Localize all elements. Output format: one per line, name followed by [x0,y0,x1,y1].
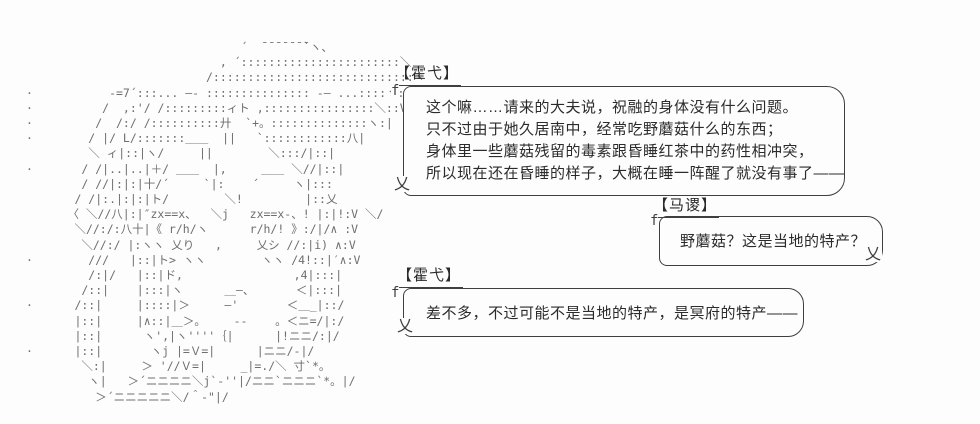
dialogue-line: 所以现在还在昏睡的样子，大概在睡一阵醒了就没有事了—— [426,165,845,182]
speaker-label-huoyi-1: 【霍弋】 [395,62,462,86]
speaker-label-masu: 【马谡】 [653,194,720,218]
dialogue-line: 只不过由于她久居南中，经常吃野蘑菇什么的东西； [426,121,783,138]
dialogue-line: 野蘑菇？这是当地的特产？ [680,233,867,250]
bubble-corner-glyph: f [391,285,400,301]
dialogue-line: 差不多，不过可能不是当地的特产，是冥府的特产—— [426,305,799,322]
bubble-corner-glyph: f [650,213,659,229]
speaker-label-huoyi-2: 【霍弋】 [397,264,464,288]
bubble-tail-icon: 乂 [864,244,883,263]
bubble-tail-icon: 乂 [393,174,412,193]
dialogue-line: 身体里一些蘑菇残留的毒素跟昏睡红茶中的药性相冲突， [426,143,814,160]
ascii-art-character: ´ ̄ ̄ ̄ ̄ ̄ ̄ ̄`ヽ、 , ´::::::::::::::::::… [26,40,426,404]
speech-bubble-huoyi-2: 差不多，不过可能不是当地的特产，是冥府的特产—— [403,288,804,337]
speech-bubble-huoyi-1: 这个嘛……请来的大夫说，祝融的身体没有什么问题。 只不过由于她久居南中，经常吃野… [403,86,845,196]
bubble-tail-icon: 乂 [396,316,415,335]
speech-bubble-masu: 野蘑菇？这是当地的特产？ [659,216,883,266]
dialogue-line: 这个嘛……请来的大夫说，祝融的身体没有什么问题。 [426,99,799,116]
bubble-corner-glyph: f [391,83,400,99]
